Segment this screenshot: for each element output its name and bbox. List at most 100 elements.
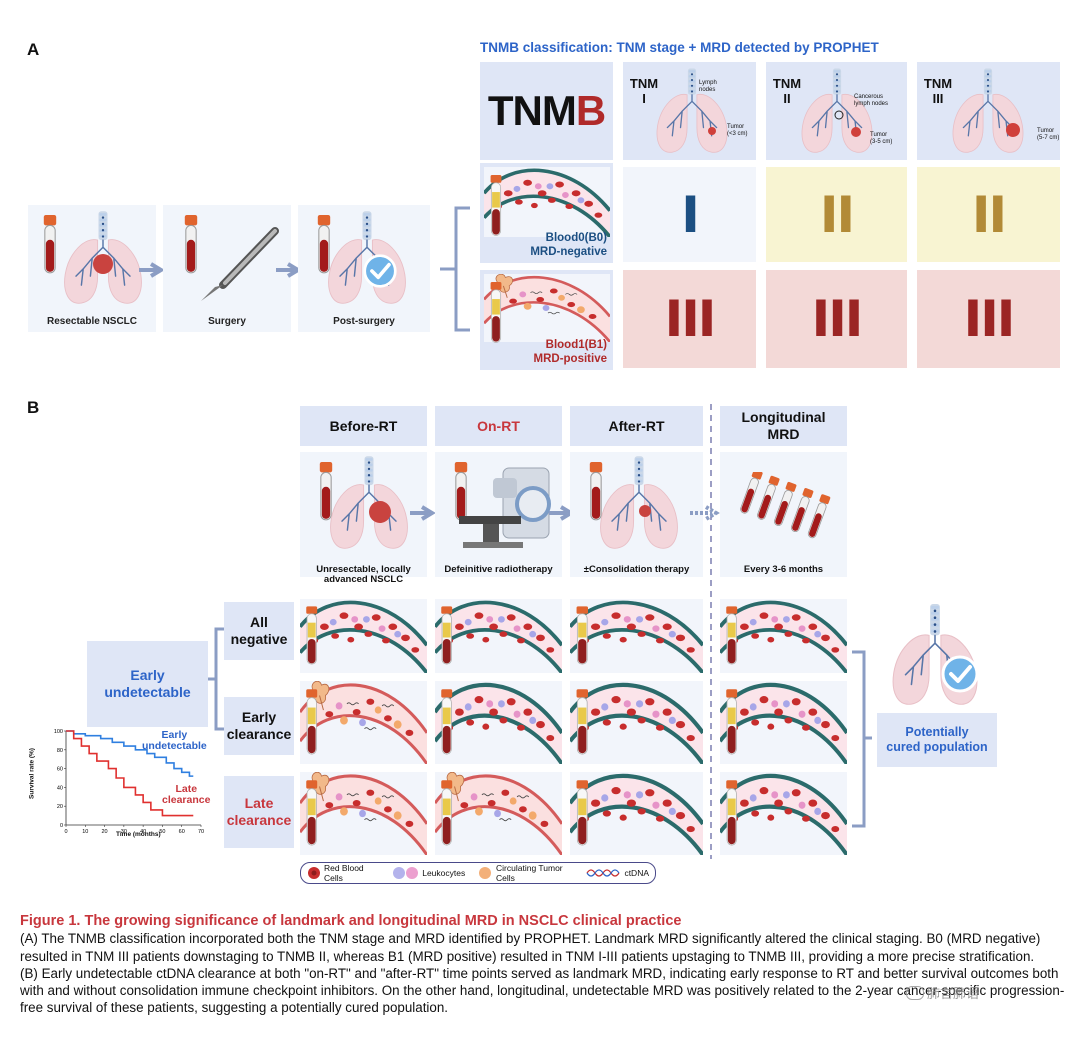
tnmb-grade-cell: II bbox=[917, 167, 1060, 262]
blood-vessel-negative-icon bbox=[570, 772, 703, 855]
group-early-clearance: Early clearance bbox=[224, 697, 294, 755]
tnmb-grade-cell: III bbox=[623, 270, 756, 368]
tumor-icon bbox=[1006, 123, 1020, 137]
row-status: MRD-positive bbox=[533, 353, 607, 365]
arrow-icon bbox=[410, 505, 436, 521]
blood-tube-icon bbox=[488, 175, 504, 237]
stage-tumor-size: (<3 cm) bbox=[727, 131, 748, 137]
caption-paragraph-a: (A) The TNMB classification incorporated… bbox=[20, 931, 1041, 964]
blood-vessel-negative-icon bbox=[720, 772, 847, 855]
stage-label-2: lymph nodes bbox=[854, 101, 889, 107]
group-line2: negative bbox=[230, 631, 288, 647]
stage-roman: III bbox=[932, 91, 944, 106]
flow-label: Resectable NSCLC bbox=[46, 316, 138, 327]
tumor-icon bbox=[93, 254, 113, 274]
km-x-tick-label: 20 bbox=[102, 829, 108, 835]
phase-caption-line1: Every 3-6 months bbox=[743, 564, 824, 575]
ctdna-icon bbox=[586, 869, 620, 877]
row-status: MRD-negative bbox=[530, 246, 607, 258]
flow-label: Post-surgery bbox=[333, 316, 395, 327]
caption-title: Figure 1. The growing significance of la… bbox=[20, 913, 682, 929]
tnmb-logo-text: TNM bbox=[487, 87, 577, 134]
km-series-name-line2: undetectable bbox=[142, 740, 207, 752]
km-y-tick-label: 0 bbox=[60, 823, 63, 829]
legend-label: Leukocytes bbox=[422, 868, 466, 878]
stage-label-1: Lymph bbox=[699, 80, 717, 86]
phase-caption-line2: advanced NSCLC bbox=[323, 574, 404, 585]
km-series-label-late: Late clearance bbox=[162, 784, 210, 806]
km-x-tick-label: 50 bbox=[159, 829, 165, 835]
circulating-tumor-cell-icon bbox=[479, 867, 492, 879]
red-blood-cell-icon bbox=[308, 867, 320, 879]
flow-label: Surgery bbox=[208, 316, 246, 327]
wechat-icon bbox=[906, 985, 924, 1000]
row-header-b0: Blood0(B0) MRD-negative bbox=[480, 163, 613, 263]
longitudinal-line1: Longitudinal bbox=[741, 409, 826, 425]
stage-header-tnm-2: TNM II Cancerous lymph nodes Tumor (3-5 … bbox=[766, 62, 907, 160]
stage-tnm: TNM bbox=[629, 76, 659, 91]
panel-a-title: TNMB classification: TNM stage + MRD det… bbox=[480, 40, 879, 55]
lymph-node-icon bbox=[834, 110, 844, 120]
group-line1: Early bbox=[241, 709, 277, 725]
watermark: 肺言肺语 bbox=[906, 983, 979, 1002]
radiotherapy-machine-icon bbox=[459, 467, 551, 548]
stage-tumor-label: Tumor bbox=[870, 132, 888, 138]
tnmb-grade-cell: II bbox=[766, 167, 907, 262]
phase-caption-line1: Unresectable, locally bbox=[316, 564, 411, 575]
km-y-tick-label: 100 bbox=[54, 729, 63, 735]
blood-vessel-negative-icon bbox=[570, 681, 703, 764]
blood-tubes-icon bbox=[738, 472, 832, 540]
panel-a-label: A bbox=[27, 40, 40, 59]
blood-vessel-negative-icon bbox=[435, 681, 562, 764]
blood-vessel-negative-icon bbox=[435, 599, 562, 673]
tumor-icon bbox=[639, 505, 651, 517]
phase-header-after-rt: After-RT bbox=[570, 406, 703, 446]
lungs-icon bbox=[947, 66, 1029, 158]
tumor-icon bbox=[708, 127, 716, 135]
tumor-icon bbox=[369, 501, 391, 523]
legend-label: Circulating Tumor Cells bbox=[496, 863, 563, 883]
stage-tnm: TNM bbox=[772, 76, 802, 91]
km-x-tick-label: 60 bbox=[179, 829, 185, 835]
bracket-icon bbox=[852, 650, 872, 828]
bracket-icon bbox=[440, 206, 470, 332]
tnmb-grade-cell: III bbox=[766, 270, 907, 368]
km-y-tick-label: 20 bbox=[57, 804, 63, 810]
tnmb-grade-cell: I bbox=[623, 167, 756, 262]
caption-paragraph-b: (B) Early undetectable ctDNA clearance a… bbox=[20, 965, 1065, 1016]
divider-line bbox=[710, 404, 712, 859]
km-series-name-line2: clearance bbox=[162, 794, 211, 806]
km-x-tick-label: 10 bbox=[82, 829, 88, 835]
stage-tumor-size: (5-7 cm) bbox=[1037, 135, 1060, 141]
tumor-icon bbox=[851, 127, 861, 137]
row-name: Blood1(B1) bbox=[545, 339, 607, 351]
phase-panel-before-rt: Unresectable, locally advanced NSCLC bbox=[300, 452, 427, 585]
lungs-icon bbox=[651, 66, 733, 158]
leukocyte-icon bbox=[393, 867, 419, 879]
phase-panel-longitudinal: Every 3-6 months bbox=[720, 452, 847, 577]
km-x-tick-label: 30 bbox=[121, 829, 127, 835]
group-late-clearance: Late clearance bbox=[224, 776, 294, 848]
blood-vessel-negative-icon bbox=[300, 599, 427, 673]
cell-legend: Red Blood Cells Leukocytes Circulating T… bbox=[300, 862, 656, 884]
blood-vessel-positive-icon bbox=[435, 772, 562, 855]
phase-header-longitudinal: Longitudinal MRD bbox=[720, 406, 847, 446]
phase-header-on-rt: On-RT bbox=[435, 406, 562, 446]
km-series-name-line1: Late bbox=[175, 783, 198, 795]
group-line2: clearance bbox=[226, 726, 292, 742]
km-y-tick-label: 60 bbox=[57, 767, 63, 773]
blood-vessel-positive-icon bbox=[300, 772, 427, 855]
blood-vessel-negative-icon bbox=[720, 681, 847, 764]
km-y-tick-label: 80 bbox=[57, 748, 63, 754]
early-undetectable-box: Early undetectable bbox=[87, 641, 208, 727]
bracket-icon bbox=[208, 627, 226, 731]
blood-vessel-positive-icon bbox=[300, 681, 427, 764]
km-x-tick-label: 0 bbox=[64, 829, 67, 835]
phase-header-before-rt: Before-RT bbox=[300, 406, 427, 446]
blood-vessel-negative-icon bbox=[720, 599, 847, 673]
km-series-line-early-undetectable bbox=[66, 730, 194, 777]
group-all-negative: All negative bbox=[224, 602, 294, 660]
km-series-line-late-clearance bbox=[66, 730, 194, 817]
phase-caption-line1: Defeinitive radiotherapy bbox=[444, 564, 553, 575]
